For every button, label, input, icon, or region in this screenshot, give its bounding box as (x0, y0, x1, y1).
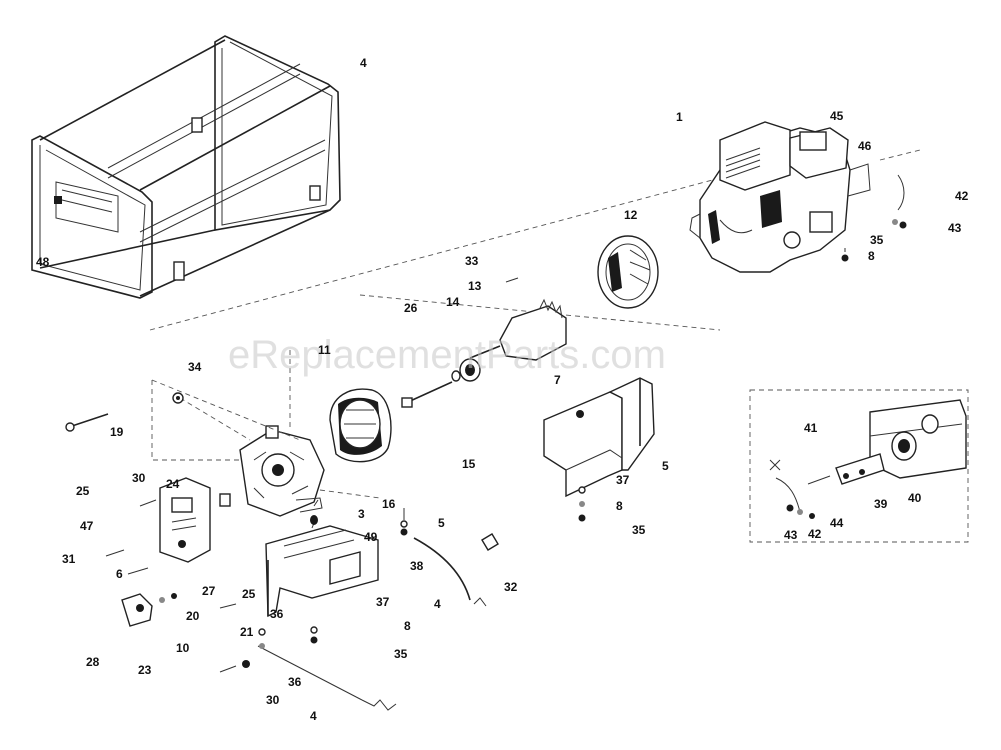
bearing-part (401, 358, 481, 408)
callout-2: 4 (360, 56, 367, 70)
support-bracket-part (543, 377, 655, 522)
callout-4: 4 (434, 597, 441, 611)
callout-27: 26 (404, 301, 418, 315)
callout-37b: 37 (376, 595, 390, 609)
callout-38: 38 (410, 559, 424, 573)
callout-1: 1 (676, 110, 683, 124)
callout-26: 25 (242, 587, 256, 601)
callout-44: 44 (830, 516, 844, 530)
callout-32: 32 (504, 580, 518, 594)
callout-10: 10 (176, 641, 190, 655)
callout-29: 27 (202, 584, 216, 598)
fan-part (597, 235, 659, 309)
callout-7: 7 (554, 373, 561, 387)
frame-part (31, 35, 341, 299)
end-bell-part (239, 425, 325, 517)
stator-part (329, 388, 392, 463)
callout-3: 3 (358, 507, 365, 521)
callout-45: 45 (830, 109, 844, 123)
engine-fasteners (841, 149, 921, 262)
callout-47: 47 (80, 519, 94, 533)
callout-14: 14 (446, 295, 460, 309)
callout-49: 49 (364, 530, 378, 544)
wire-part (413, 537, 471, 601)
callout-11: 11 (318, 343, 331, 357)
callout-12: 12 (624, 208, 638, 222)
callout-25: 25 (76, 484, 90, 498)
callout-20: 20 (186, 609, 200, 623)
control-panel-part (159, 477, 231, 563)
callout-19: 19 (110, 425, 124, 439)
callout-30: 30 (132, 471, 146, 485)
rotor-part (469, 277, 567, 361)
callout-34: 34 (188, 360, 202, 374)
panel-screws (105, 499, 157, 575)
callout-35b: 35 (632, 523, 646, 537)
through-bolt-part (65, 413, 109, 432)
callout-35: 35 (870, 233, 884, 247)
callout-15: 15 (462, 457, 476, 471)
callout-36b: 36 (288, 675, 302, 689)
callout-41: 41 (804, 421, 818, 435)
callout-36: 36 (270, 607, 284, 621)
callout-33: 33 (465, 254, 479, 268)
callout-39: 39 (874, 497, 888, 511)
callout-23: 23 (138, 663, 152, 677)
lower-wire-part (219, 628, 397, 711)
callout-42: 42 (955, 189, 969, 203)
callout-48: 48 (36, 255, 50, 269)
callout-37: 37 (616, 473, 630, 487)
callout-30b: 31 (62, 552, 76, 566)
callout-4b: 4 (310, 709, 317, 723)
engine-part (689, 121, 871, 273)
outlet-part (121, 593, 237, 627)
callout-28: 28 (86, 655, 100, 669)
callout-8: 8 (868, 249, 875, 263)
callout-40: 40 (908, 491, 922, 505)
callout-8b: 8 (616, 499, 623, 513)
detail-inset (749, 389, 969, 543)
callout-42b: 42 (808, 527, 822, 541)
callout-24: 24 (166, 477, 180, 491)
callout-8c: 8 (404, 619, 411, 633)
callout-21: 21 (240, 625, 254, 639)
callout-16: 16 (382, 497, 396, 511)
callout-31: 30 (266, 693, 280, 707)
callout-13: 13 (468, 279, 482, 293)
muffler-part (265, 499, 379, 618)
callout-5: 5 (438, 516, 445, 530)
callout-35c: 35 (394, 647, 408, 661)
watermark-text: eReplacementParts.com (228, 333, 666, 377)
callout-2b: 5 (662, 459, 669, 473)
muffler-fasteners (310, 508, 408, 644)
callout-43b: 43 (784, 528, 798, 542)
callout-labels: 4 1 45 46 42 43 35 8 48 12 33 13 14 26 1… (36, 56, 969, 723)
callout-6: 6 (116, 567, 123, 581)
callout-43: 43 (948, 221, 962, 235)
grommet-part (481, 533, 499, 551)
callout-46: 46 (858, 139, 872, 153)
